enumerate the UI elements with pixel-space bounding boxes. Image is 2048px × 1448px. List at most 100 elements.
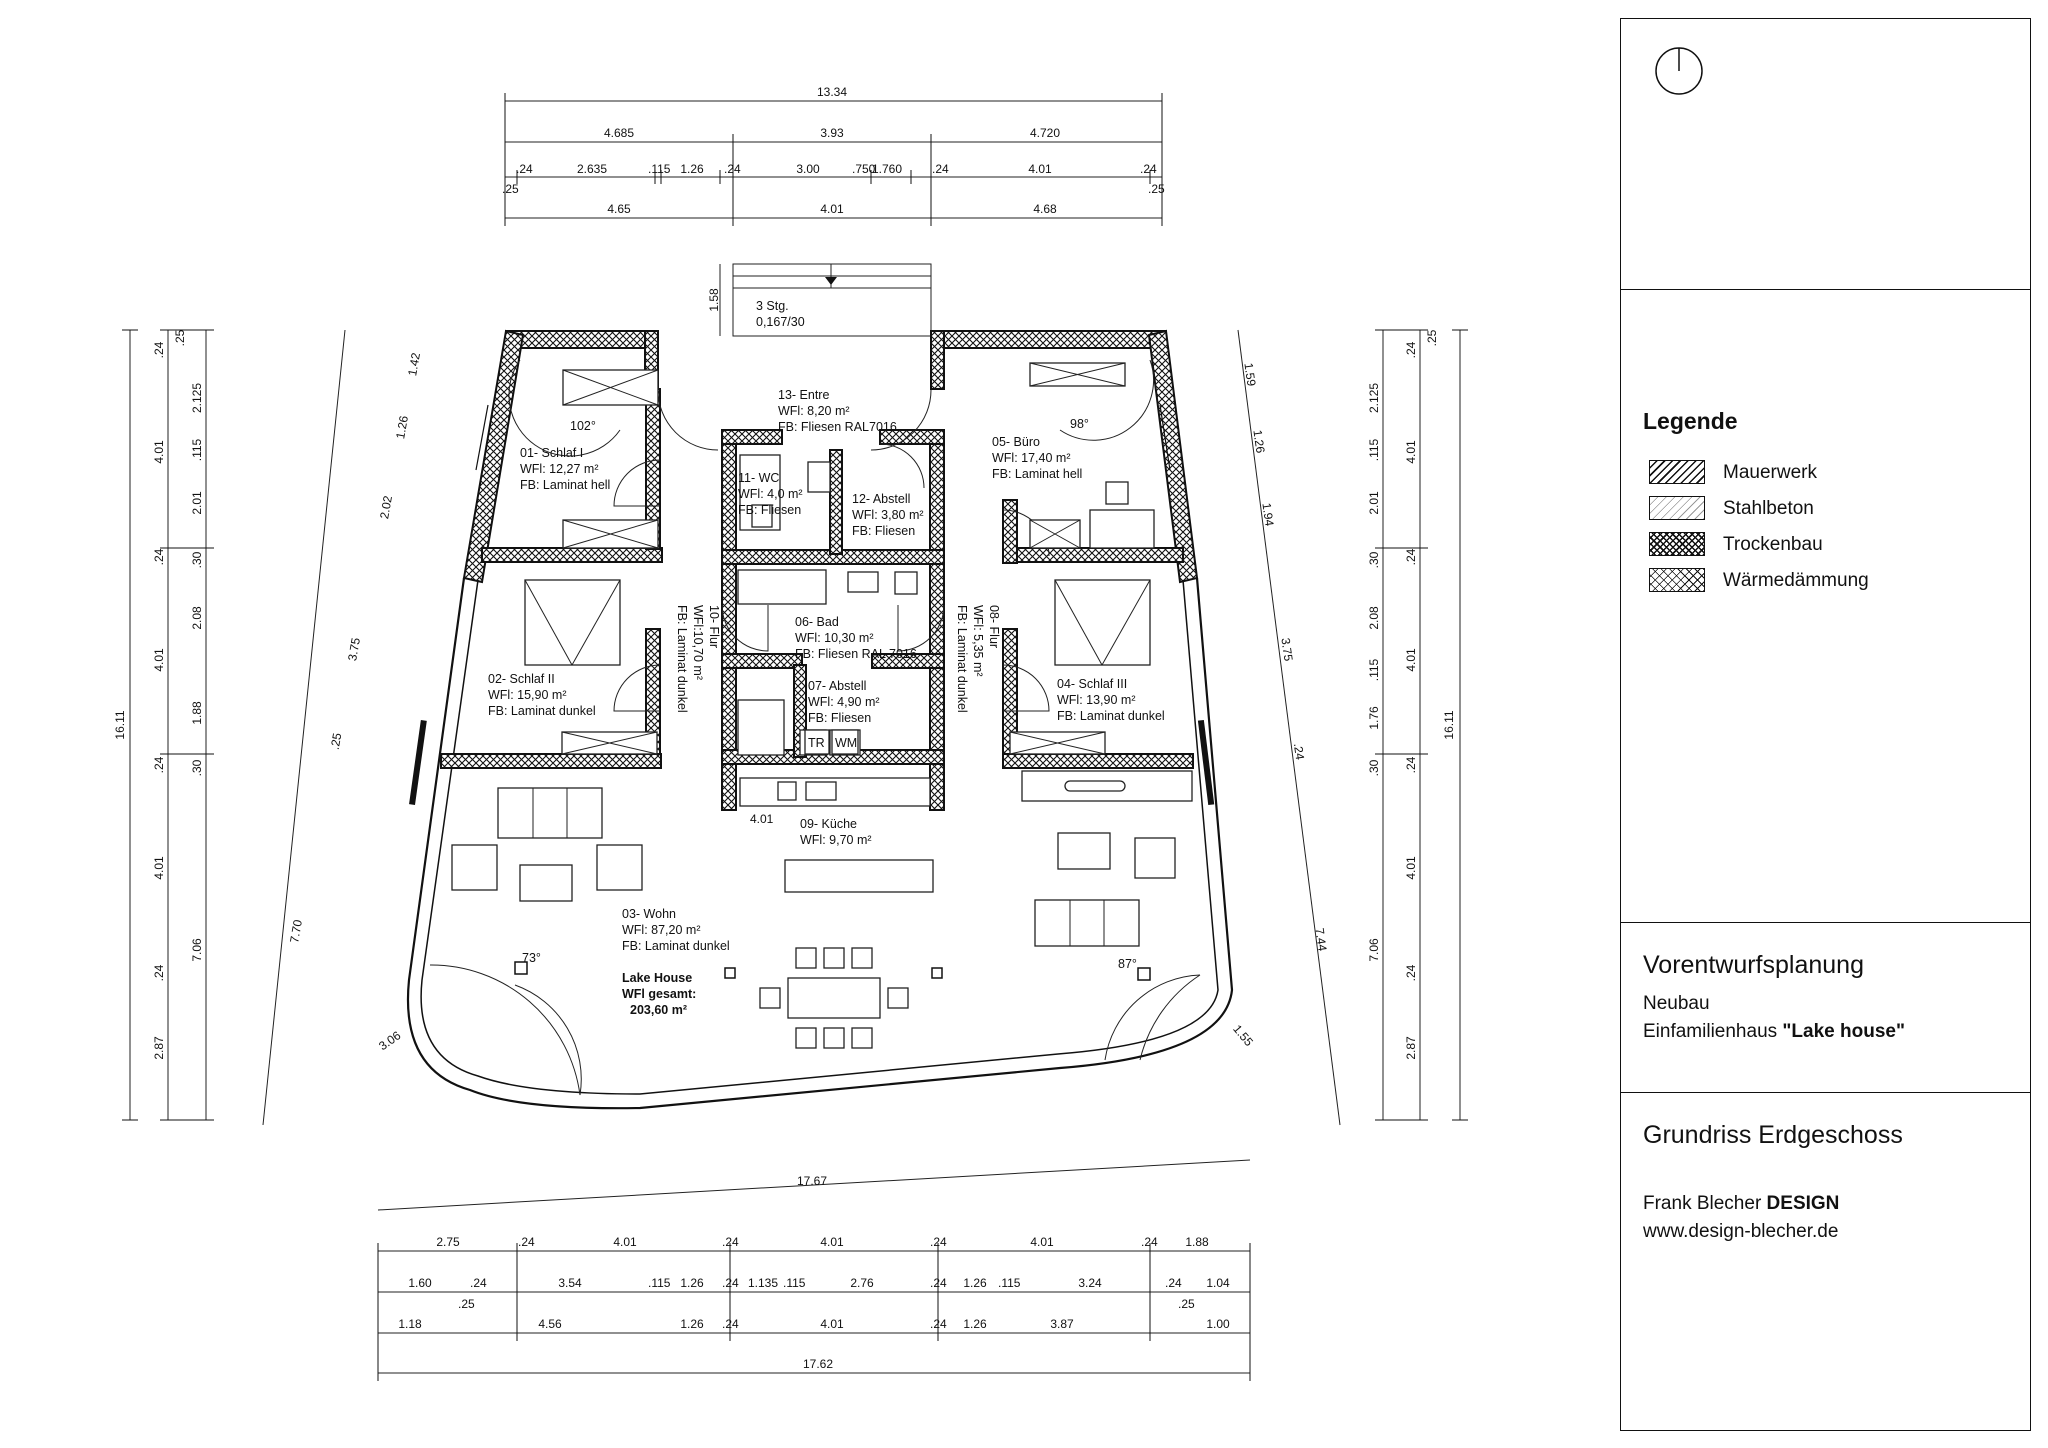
dim-top: .25 — [502, 182, 519, 196]
legend-label: Stahlbeton — [1723, 498, 1814, 519]
company-bold: DESIGN — [1766, 1193, 1840, 1214]
room-name: 06- Bad — [795, 615, 839, 629]
glass-facade — [406, 577, 1234, 1110]
dim-right: 2.08 — [1367, 606, 1381, 630]
dim-bottom: .24 — [1141, 1235, 1158, 1249]
dim-right: .25 — [1425, 329, 1439, 346]
dim-top: 4.01 — [820, 202, 844, 216]
room-name: 10- Flur — [707, 605, 721, 648]
dim-top: .24 — [932, 162, 949, 176]
dim-right-total: 16.11 — [1442, 710, 1456, 739]
dim-left-diag: 3.75 — [345, 636, 363, 662]
room-name: 01- Schlaf I — [520, 446, 583, 460]
room-floor: FB: Laminat dunkel — [622, 939, 730, 953]
washer-box — [831, 729, 859, 755]
room-name: 07- Abstell — [808, 679, 866, 693]
dim-right: 2.01 — [1367, 491, 1381, 515]
dim-bottom: .24 — [470, 1276, 487, 1290]
dim-bottom: .24 — [518, 1235, 535, 1249]
room-floor: FB: Laminat dunkel — [675, 605, 689, 713]
legend-box: Legende Mauerwerk Stahlbeton Trockenbau … — [1621, 290, 2030, 923]
dim-top: .25 — [1148, 182, 1165, 196]
room-area: WFl: 15,90 m² — [488, 688, 567, 702]
top-dimension-chains: 13.34 4.685 3.93 4.720 .24 2.635 .115 1.… — [502, 85, 1165, 226]
legend-swatch-stahlbeton — [1649, 496, 1705, 520]
room-labels: 01- Schlaf I WFl: 12,27 m² FB: Laminat h… — [488, 388, 1165, 1017]
dim-stair-depth: 1.58 — [707, 288, 721, 312]
dim-right-diag: 1.94 — [1259, 502, 1276, 527]
company-website: www.design-blecher.de — [1643, 1221, 1839, 1242]
dim-right: 7.06 — [1367, 938, 1381, 962]
company: Frank Blecher DESIGN — [1643, 1193, 1839, 1215]
dim-kitchen: 4.01 — [750, 812, 774, 826]
dim-left: .24 — [152, 548, 166, 565]
dim-left-diag: 2.02 — [377, 494, 395, 520]
dim-right: .24 — [1404, 548, 1418, 565]
dim-left: .30 — [190, 759, 204, 776]
dim-right-diag: 3.75 — [1278, 637, 1295, 662]
dim-bottom: 4.01 — [820, 1317, 844, 1331]
room-area: WFl: 4,90 m² — [808, 695, 880, 709]
room-floor: FB: Fliesen — [808, 711, 871, 725]
project-name-bold: "Lake house" — [1782, 1021, 1905, 1042]
dim-right: 4.01 — [1404, 648, 1418, 672]
project-box: Vorentwurfsplanung Neubau Einfamilienhau… — [1621, 923, 2030, 1093]
dim-left: 2.08 — [190, 606, 204, 630]
dim-left-diag: 3.06 — [376, 1028, 403, 1053]
dim-top: 1.760 — [872, 162, 902, 176]
room-name: 05- Büro — [992, 435, 1040, 449]
dim-left: 7.06 — [190, 938, 204, 962]
dim-right: .24 — [1404, 756, 1418, 773]
room-area: WFl: 12,27 m² — [520, 462, 599, 476]
dim-bottom: .115 — [998, 1276, 1021, 1290]
dim-left: .24 — [152, 964, 166, 981]
dim-top-total: 13.34 — [817, 85, 847, 99]
dryer-label: TR — [808, 736, 825, 750]
bottom-dimension-chains: 17.67 2.75 .24 4.01 .24 4.01 .24 4.01 .2… — [377, 1159, 1251, 1381]
legend-label: Wärmedämmung — [1723, 570, 1869, 591]
dim-bottom: 4.01 — [1030, 1235, 1054, 1249]
planning-phase: Vorentwurfsplanung — [1643, 951, 1864, 979]
room-area: WFl: 5,35 m² — [971, 605, 985, 677]
room-name: 04- Schlaf III — [1057, 677, 1127, 691]
project-name: Einfamilienhaus "Lake house" — [1643, 1021, 1905, 1043]
project-name-prefix: Einfamilienhaus — [1643, 1021, 1783, 1042]
dim-bottom: .24 — [930, 1317, 947, 1331]
furniture — [451, 362, 1193, 1049]
dim-bottom: 1.26 — [680, 1276, 704, 1290]
dim-bottom: .24 — [722, 1235, 739, 1249]
room-floor: FB: Fliesen RAL7016 — [778, 420, 897, 434]
room-floor: FB: Laminat dunkel — [1057, 709, 1165, 723]
dim-bottom: .24 — [930, 1235, 947, 1249]
dim-bottom: .25 — [1178, 1297, 1195, 1311]
exterior-walls — [462, 329, 1199, 584]
total-area-label: WFl gesamt: — [622, 987, 696, 1001]
dim-left: 4.01 — [152, 648, 166, 672]
stairs-ratio: 0,167/30 — [756, 315, 805, 329]
dim-bottom: 1.26 — [963, 1276, 987, 1290]
dim-bottom: .115 — [648, 1276, 671, 1290]
dim-top: 1.26 — [680, 162, 704, 176]
room-area: WFl: 17,40 m² — [992, 451, 1071, 465]
company-name: Frank Blecher — [1643, 1193, 1767, 1214]
dim-left: .24 — [152, 756, 166, 773]
dim-top: 4.720 — [1030, 126, 1060, 140]
dim-bottom: 1.00 — [1206, 1317, 1230, 1331]
dim-top: .115 — [648, 162, 671, 176]
total-area-title: Lake House — [622, 971, 692, 985]
room-floor: FB: Laminat hell — [992, 467, 1082, 481]
dim-right: .24 — [1404, 964, 1418, 981]
dim-right-diag: 7.44 — [1312, 927, 1329, 952]
room-name: 02- Schlaf II — [488, 672, 555, 686]
right-dimension-chains: 16.11 .24 4.01 .24 4.01 .24 4.01 .24 2.8… — [1230, 329, 1468, 1126]
dim-right: .115 — [1367, 658, 1381, 681]
room-floor: FB: Laminat dunkel — [955, 605, 969, 713]
dim-left: 2.87 — [152, 1036, 166, 1060]
room-name: 08- Flur — [987, 605, 1001, 648]
dim-bottom: 1.04 — [1206, 1276, 1230, 1290]
dim-bottom: 2.76 — [850, 1276, 874, 1290]
dim-right: .30 — [1367, 759, 1381, 776]
room-floor: FB: Fliesen — [738, 503, 801, 517]
angle-label: 73° — [522, 951, 541, 965]
dim-left: .30 — [190, 551, 204, 568]
